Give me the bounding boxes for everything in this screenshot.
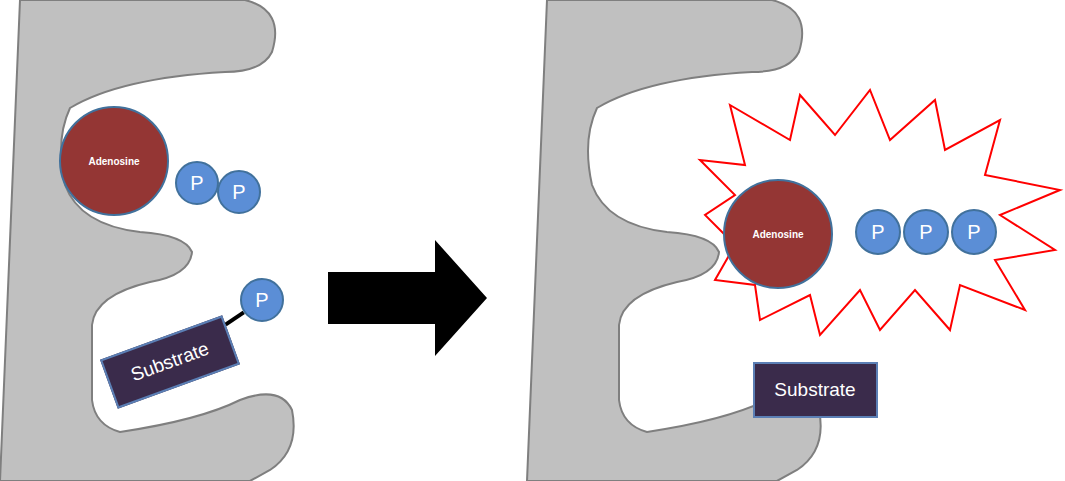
node-label: P [255,289,268,312]
phosphate-circle: P [175,161,219,205]
node-label: P [190,172,203,195]
node-label: P [871,221,884,244]
node-label: P [232,181,245,204]
bond-line [226,312,244,324]
node-label: P [967,221,980,244]
node-label: Substrate [128,338,212,386]
phosphate-circle: P [217,170,261,214]
bond-line [226,312,244,324]
energy-burst [700,90,1060,335]
node-label: Adenosine [88,156,139,167]
enzyme-shape [0,0,294,481]
phosphate-circle: P [951,209,997,255]
adenosine-circle: Adenosine [59,106,169,216]
phosphate-circle: P [855,209,901,255]
substrate-box: Substrate [100,315,240,408]
node-label: Substrate [774,379,855,401]
phosphate-circle: P [240,278,284,322]
node-label: Adenosine [752,229,803,240]
substrate-box: Substrate [753,362,878,418]
reaction-arrow [328,240,487,356]
adenosine-circle: Adenosine [723,179,833,289]
phosphate-circle: P [903,209,949,255]
node-label: P [919,221,932,244]
